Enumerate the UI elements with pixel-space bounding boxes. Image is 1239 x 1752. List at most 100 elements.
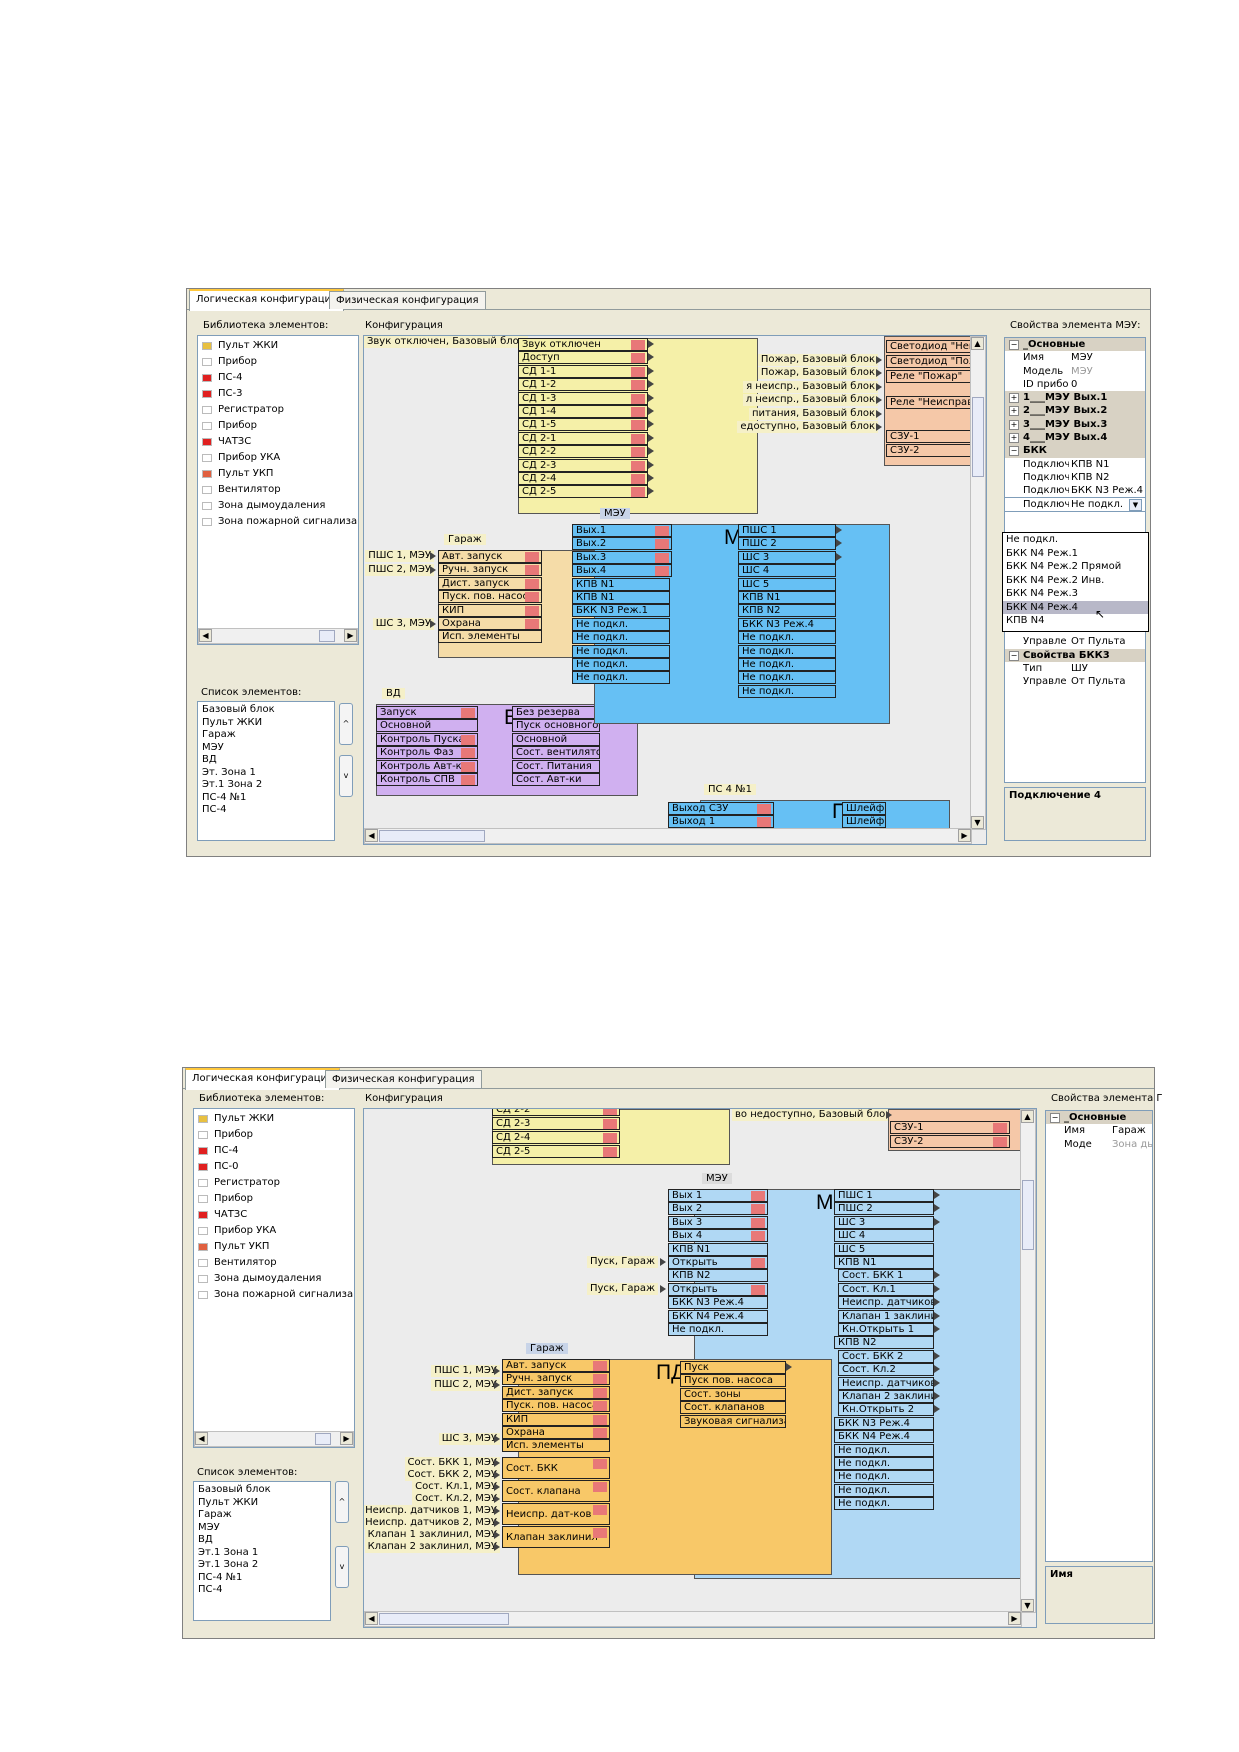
port[interactable]: Контроль Авт-ки [376,759,478,773]
scroll-thumb[interactable] [379,1613,509,1625]
port[interactable]: КПВ N1 [572,591,670,604]
scroll-thumb[interactable] [1022,1180,1034,1250]
port[interactable]: СД 1-3 [518,391,648,405]
port[interactable]: Неиспр. дат-ков [502,1503,610,1525]
library-item[interactable]: Вентилятор [198,482,358,498]
property-value[interactable]: От Пульта [1071,676,1126,688]
property-category[interactable]: −_Основные [1005,338,1145,352]
port[interactable]: БКК N3 Реж.1 [572,604,670,618]
port[interactable]: Сост. клапана [502,1480,610,1502]
port[interactable]: Сост. Кл.1 [838,1282,934,1296]
port[interactable]: Вых 4 [668,1229,768,1243]
port[interactable]: Не подкл. [834,1497,934,1511]
port[interactable]: Кн.Открыть 2 [838,1403,934,1417]
list-item[interactable]: ПС-4 №1 [202,791,247,803]
port[interactable]: КПВ N1 [738,591,836,604]
tab-physical-config[interactable]: Физическая конфигурация [329,291,486,309]
port[interactable]: КПВ N1 [572,577,670,591]
list-down-button[interactable]: v [335,1546,349,1588]
port[interactable]: Контроль СПВ [376,773,478,786]
library-item[interactable]: Прибор [194,1127,354,1143]
list-item[interactable]: Эт.1 Зона 1 [198,1546,259,1558]
property-value[interactable]: КПВ N2 [1071,471,1110,483]
port[interactable]: ШС 4 [834,1229,934,1243]
port[interactable]: Дист. запуск [438,576,542,590]
scroll-left-icon[interactable]: ◀ [365,829,378,842]
port[interactable]: СД 2-4 [518,472,648,485]
port[interactable]: Не подкл. [738,684,836,698]
port[interactable]: Не подкл. [668,1323,768,1336]
list-item[interactable]: Эт.1 Зона 2 [202,779,263,790]
library-item[interactable]: Прибор УКА [194,1223,354,1239]
port[interactable]: СД 1-1 [518,364,648,378]
port[interactable]: ШС 4 [738,564,836,578]
port[interactable]: Без резерва [512,706,600,719]
port[interactable]: Исп. элементы [502,1439,610,1453]
port[interactable]: Доступ [518,351,648,365]
library-item[interactable]: Пульт ЖКИ [198,338,358,354]
library-item[interactable]: Вентилятор [194,1255,354,1271]
port[interactable]: Клапан заклинил [502,1526,610,1548]
property-value[interactable]: Не подкл. [1071,498,1124,510]
dropdown-option[interactable]: КПВ N4 [1006,615,1045,626]
port[interactable]: ШС 5 [834,1242,934,1256]
scroll-up-icon[interactable]: ▲ [1021,1110,1034,1123]
scroll-down-icon[interactable]: ▼ [1021,1599,1034,1612]
port[interactable]: БКК N3 Реж.4 [738,617,836,631]
scroll-left-icon[interactable]: ◀ [365,1612,378,1625]
property-value[interactable]: БКК N3 Реж.4 [1071,485,1143,497]
port[interactable]: БКК N3 Реж.4 [834,1416,934,1430]
port[interactable]: Не подкл. [738,631,836,645]
library-item[interactable]: ПС-4 [198,370,358,386]
port[interactable]: КПВ N1 [834,1256,934,1269]
port[interactable]: Пуск основного [512,719,600,733]
library-item[interactable]: Зона дымоудаления [194,1271,354,1287]
port[interactable]: Основной [512,732,600,746]
dropdown-option[interactable]: БКК N4 Реж.2 Прямой [1006,561,1122,572]
collapse-icon[interactable]: − [1050,1113,1060,1123]
scroll-right-icon[interactable]: ▶ [344,629,357,642]
list-item[interactable]: ПС-4 [202,804,227,815]
library-item[interactable]: Прибор [198,418,358,434]
chevron-down-icon[interactable]: ▼ [1129,498,1142,511]
port[interactable]: КПВ N2 [834,1336,934,1350]
collapse-icon[interactable]: − [1009,650,1019,661]
scroll-thumb[interactable] [315,1433,331,1445]
list-down-button[interactable]: v [339,755,353,797]
port[interactable]: Не подкл. [834,1443,934,1457]
port[interactable]: Не подкл. [572,631,670,645]
port[interactable]: СД 2-1 [518,431,648,445]
port[interactable]: Контроль Пуска [376,732,478,746]
dropdown-option[interactable]: Не подкл. [1006,534,1059,545]
port[interactable]: СД 1-5 [518,418,648,432]
port[interactable]: Исп. элементы [438,630,542,644]
list-item[interactable]: ВД [202,754,217,765]
port[interactable]: Не подкл. [834,1483,934,1497]
port[interactable]: Вых.4 [572,564,672,578]
port[interactable]: КПВ N1 [668,1242,768,1256]
port[interactable]: Сост. БКК 1 [838,1269,934,1283]
property-category[interactable]: +3___МЭУ Вых.3 [1005,417,1145,432]
port[interactable]: Вых.2 [572,537,672,551]
scroll-thumb[interactable] [319,630,335,642]
list-item[interactable]: Эт.1 Зона 2 [198,1559,259,1570]
port[interactable]: Сост. вентилятора [512,746,600,760]
list-item[interactable]: Эт. Зона 1 [202,766,256,778]
library-item[interactable]: Зона дымоудаления [198,498,358,514]
port[interactable]: ШС 5 [738,577,836,591]
library-item[interactable]: Прибор [194,1191,354,1207]
port[interactable]: Шлейф 2 [842,815,886,829]
port[interactable]: Не подкл. [572,671,670,685]
port[interactable]: Кн.Открыть 1 [838,1323,934,1336]
library-item[interactable]: ЧАТЗС [198,434,358,450]
port[interactable]: Авт. запуск [502,1359,610,1372]
port[interactable]: Контроль Фаз [376,746,478,760]
port[interactable]: ПШС 1 [834,1189,934,1202]
scroll-left-icon[interactable]: ◀ [199,629,212,642]
port[interactable]: Вых 2 [668,1202,768,1216]
